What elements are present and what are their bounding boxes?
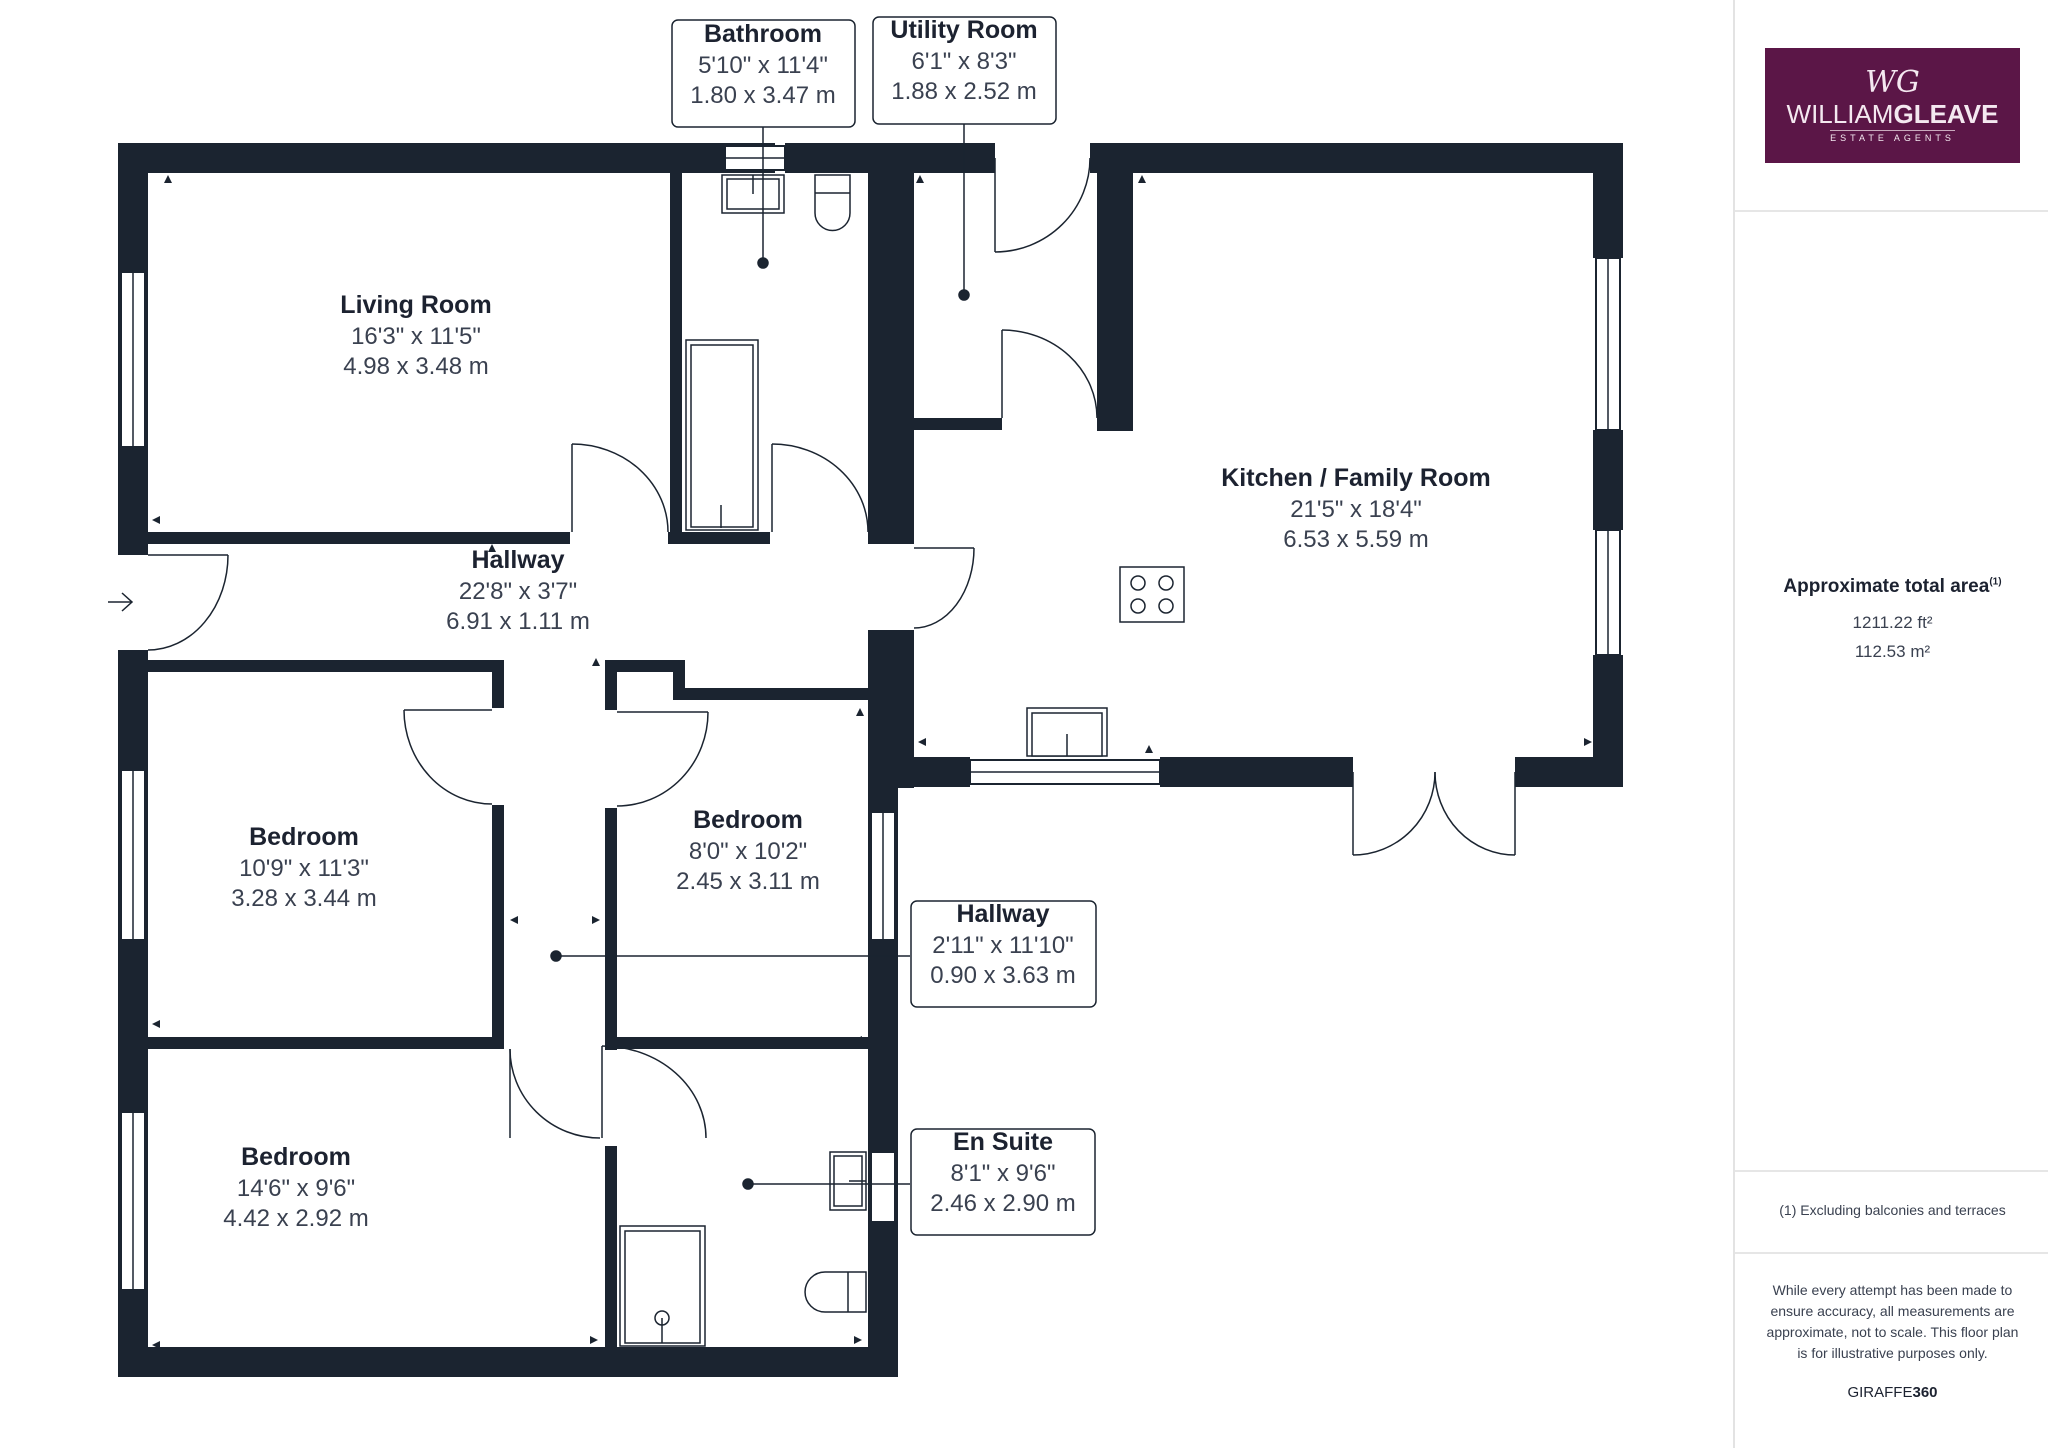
bathroom-metric: 1.80 x 3.47 m bbox=[690, 82, 835, 109]
area-footnote: (1) Excluding balconies and terraces bbox=[1779, 1202, 2006, 1218]
sidebar-divider bbox=[1735, 1252, 2048, 1254]
sidebar-divider bbox=[1735, 1170, 2048, 1172]
utility-room-name: Utility Room bbox=[890, 16, 1037, 44]
agency-logo[interactable]: WG WILLIAMGLEAVE ESTATE AGENTS bbox=[1765, 48, 2020, 163]
disclaimer: While every attempt has been made to ens… bbox=[1766, 1282, 2019, 1361]
bedroom-2-metric: 2.45 x 3.11 m bbox=[676, 868, 820, 895]
bedroom-3-metric: 4.42 x 2.92 m bbox=[223, 1205, 368, 1232]
hallway-side-name: Hallway bbox=[956, 900, 1049, 928]
area-label-text: Approximate total area bbox=[1783, 576, 1990, 597]
hallway-side-metric: 0.90 x 3.63 m bbox=[930, 962, 1075, 989]
logo-name: WILLIAMGLEAVE bbox=[1787, 100, 1999, 128]
entry-arrow-icon bbox=[108, 592, 134, 612]
living-room-metric: 4.98 x 3.48 m bbox=[343, 353, 488, 380]
fixtures bbox=[619, 174, 1185, 1347]
utility-room-imperial: 6'1" x 8'3" bbox=[912, 48, 1017, 75]
brand-light: GIRAFFE bbox=[1847, 1384, 1913, 1401]
dimension-ticks bbox=[152, 175, 1592, 1349]
bedroom-2-name: Bedroom bbox=[693, 806, 803, 834]
brand-bold: 360 bbox=[1912, 1384, 1938, 1401]
en-suite-label-box bbox=[910, 1128, 1096, 1236]
en-suite-imperial: 8'1" x 9'6" bbox=[951, 1160, 1056, 1187]
fixture-lines bbox=[661, 175, 1068, 1343]
room-labels: Living Room 16'3" x 11'5" 4.98 x 3.48 m Bat… bbox=[223, 16, 1491, 1236]
kitchen-family-room-name: Kitchen / Family Room bbox=[1221, 464, 1490, 492]
info-sidebar: WG WILLIAMGLEAVE ESTATE AGENTS Approxima… bbox=[1733, 0, 2048, 1448]
en-suite-metric: 2.46 x 2.90 m bbox=[930, 1190, 1075, 1217]
bedroom-1-metric: 3.28 x 3.44 m bbox=[231, 885, 376, 912]
logo-monogram: WG bbox=[1865, 65, 1920, 100]
logo-name-light: WILLIAM bbox=[1786, 99, 1894, 129]
logo-name-bold: GLEAVE bbox=[1893, 99, 1999, 129]
bedroom-1-imperial: 10'9" x 11'3" bbox=[239, 855, 369, 882]
hallway-side-label-box bbox=[910, 900, 1097, 1008]
area-sqm: 112.53 m² bbox=[1854, 642, 1931, 661]
utility-room-label-box bbox=[872, 16, 1057, 125]
hallway-main-name: Hallway bbox=[471, 546, 564, 574]
logo-subtitle: ESTATE AGENTS bbox=[1830, 130, 1955, 143]
leader-lines bbox=[550, 123, 970, 1190]
hallway-side-imperial: 2'11" x 11'10" bbox=[932, 932, 1073, 959]
hallway-main-imperial: 22'8" x 3'7" bbox=[459, 578, 577, 605]
bathroom-label-box bbox=[671, 19, 856, 128]
doors bbox=[147, 157, 1516, 1139]
en-suite-name: En Suite bbox=[953, 1128, 1053, 1156]
window-lines bbox=[132, 157, 1609, 1290]
bathroom-imperial: 5'10" x 11'4" bbox=[698, 52, 828, 79]
floor-plan: Living Room 16'3" x 11'5" 4.98 x 3.48 m Bat… bbox=[108, 16, 1623, 1377]
bedroom-3-imperial: 14'6" x 9'6" bbox=[237, 1175, 355, 1202]
software-brand: GIRAFFE360 bbox=[1735, 1384, 2048, 1401]
kitchen-family-room-metric: 6.53 x 5.59 m bbox=[1283, 526, 1428, 553]
bedroom-1-name: Bedroom bbox=[249, 823, 359, 851]
ensuite-toilet-icon bbox=[804, 1271, 867, 1313]
bedroom-3-name: Bedroom bbox=[241, 1143, 351, 1171]
utility-room-metric: 1.88 x 2.52 m bbox=[891, 78, 1036, 105]
bedroom-2-imperial: 8'0" x 10'2" bbox=[689, 838, 807, 865]
bathroom-toilet-icon bbox=[814, 174, 851, 232]
hob-icon bbox=[1119, 566, 1185, 623]
area-sqft: 1211.22 ft² bbox=[1852, 613, 1933, 632]
area-note-marker: (1) bbox=[1989, 576, 2002, 588]
living-room-name: Living Room bbox=[340, 291, 491, 319]
bathroom-name: Bathroom bbox=[704, 20, 822, 48]
hallway-main-metric: 6.91 x 1.11 m bbox=[446, 608, 590, 635]
area-label: Approximate total area(1) bbox=[1735, 576, 2048, 598]
living-room-imperial: 16'3" x 11'5" bbox=[351, 323, 481, 350]
kitchen-family-room-imperial: 21'5" x 18'4" bbox=[1290, 496, 1422, 523]
sidebar-divider bbox=[1735, 210, 2048, 212]
